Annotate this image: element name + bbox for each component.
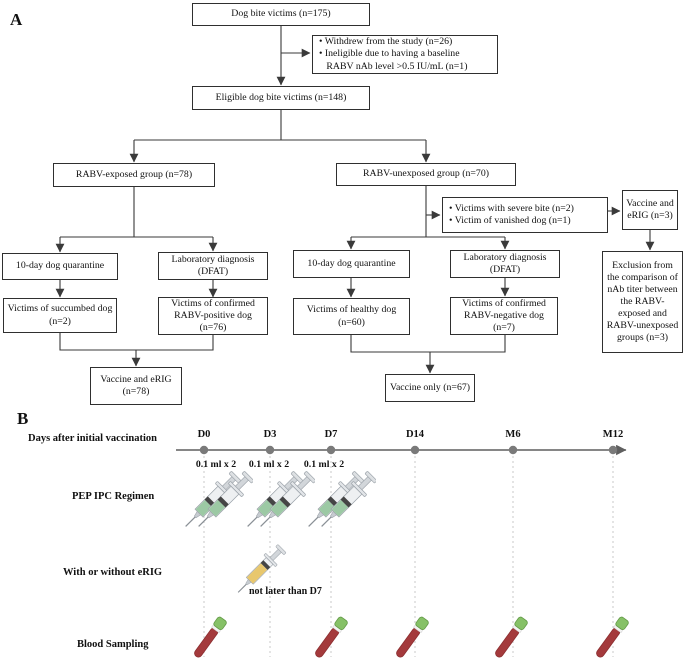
- box-quarantine-exposed: 10-day dog quarantine: [2, 253, 118, 280]
- box-severe-bite-exclusions: • Victims with severe bite (n=2) • Victi…: [442, 197, 608, 233]
- blood-tube-icon-m6: [492, 612, 534, 661]
- timepoint-d7: D7: [324, 429, 338, 440]
- box-dog-bite-victims: Dog bite victims (n=175): [192, 3, 370, 26]
- dose-label-d0: 0.1 ml x 2: [195, 459, 237, 470]
- blood-tube-icon-d14: [393, 612, 435, 661]
- box-exclusion-note: Exclusion from the comparison of nAb tit…: [602, 251, 683, 353]
- box-quarantine-unexposed: 10-day dog quarantine: [293, 250, 410, 278]
- timepoint-d14: D14: [405, 429, 425, 440]
- box-withdrawn: • Withdrew from the study (n=26) • Ineli…: [312, 35, 498, 74]
- timepoint-d3: D3: [263, 429, 277, 440]
- timeline-axis: [176, 444, 627, 657]
- row-label-blood-sampling: Blood Sampling: [77, 639, 149, 650]
- row-label-erig: With or without eRIG: [63, 567, 163, 578]
- box-healthy-dog: Victims of healthy dog (n=60): [293, 298, 410, 335]
- box-vaccine-erig-n78: Vaccine and eRIG (n=78): [90, 367, 182, 405]
- panel-a-label: A: [10, 10, 23, 29]
- double-syringe-icon-d7: [301, 468, 380, 541]
- blood-tube-icon-d7: [312, 612, 354, 661]
- erig-note: not later than D7: [249, 586, 322, 597]
- box-dfat-unexposed: Laboratory diagnosis (DFAT): [450, 250, 560, 278]
- box-vaccine-only: Vaccine only (n=67): [385, 374, 475, 402]
- dose-label-d3: 0.1 ml x 2: [248, 459, 290, 470]
- dose-label-d7: 0.1 ml x 2: [303, 459, 345, 470]
- box-rabv-positive-dog: Victims of confirmed RABV-positive dog (…: [158, 297, 268, 335]
- box-vaccine-erig-n3: Vaccine and eRIG (n=3): [622, 190, 678, 230]
- box-exposed-group: RABV-exposed group (n=78): [53, 163, 215, 187]
- box-succumbed-dog: Victims of succumbed dog (n=2): [3, 298, 117, 333]
- timepoint-m12: M12: [602, 429, 624, 440]
- timepoint-m6: M6: [505, 429, 521, 440]
- box-eligible: Eligible dog bite victims (n=148): [192, 86, 370, 110]
- box-unexposed-group: RABV-unexposed group (n=70): [336, 163, 516, 186]
- box-dfat-exposed: Laboratory diagnosis (DFAT): [158, 252, 268, 280]
- box-rabv-negative-dog: Victims of confirmed RABV-negative dog (…: [450, 297, 558, 335]
- blood-tube-icon-m12: [593, 612, 635, 661]
- blood-tube-icon-d0: [191, 612, 233, 661]
- panel-b-label: B: [17, 409, 29, 428]
- row-label-pep-regimen: PEP IPC Regimen: [72, 491, 155, 502]
- row-label-timeline: Days after initial vaccination: [28, 433, 158, 444]
- timepoint-d0: D0: [197, 429, 211, 440]
